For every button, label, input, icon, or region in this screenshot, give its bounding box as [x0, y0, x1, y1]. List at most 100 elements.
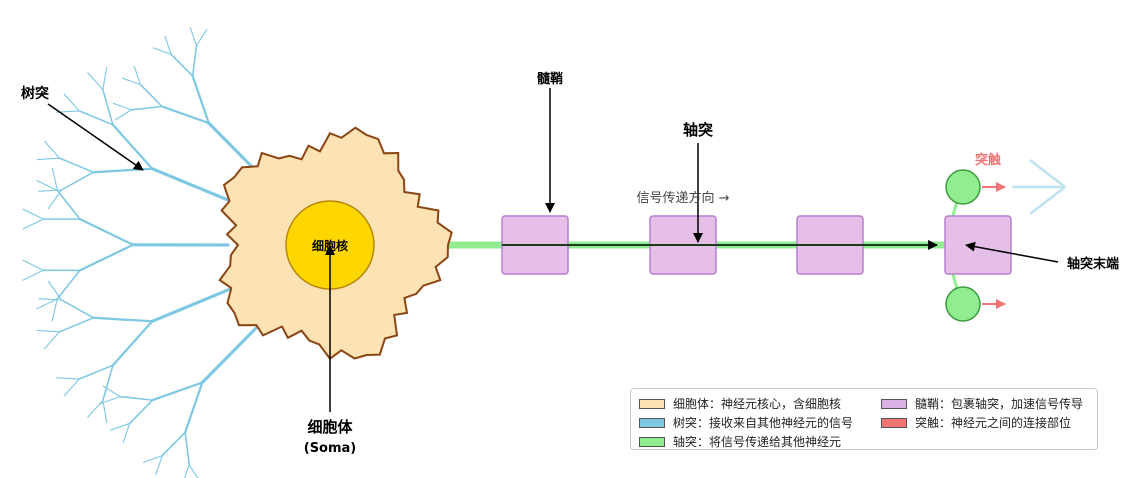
- label-direction: 信号传递方向 →: [636, 190, 729, 206]
- dendrite-branch: [36, 157, 61, 161]
- dendrite-branch: [36, 298, 58, 310]
- dendrite-branch: [58, 157, 95, 173]
- legend-item-myelin: 髓鞘：包裹轴突，加速信号传导: [881, 395, 1083, 412]
- legend-text-synapse: 突触：神经元之间的连接部位: [915, 416, 1072, 430]
- label-axon-terminal: 轴突末端: [1067, 256, 1119, 272]
- dendrite-branch: [195, 29, 208, 47]
- dendrite-branch: [130, 105, 163, 111]
- dendrite-branch: [122, 422, 131, 444]
- dendrite-branch: [51, 167, 58, 192]
- dendrite-branch: [56, 377, 80, 380]
- legend: 细胞体：神经元核心，含细胞核 髓鞘：包裹轴突，加速信号传导 树突：接收来自其他神…: [630, 388, 1098, 450]
- legend-swatch-soma: [639, 398, 665, 409]
- legend-item-synapse: 突触：神经元之间的连接部位: [881, 414, 1071, 431]
- dendrite-branch: [139, 83, 163, 108]
- synapse-top: [945, 169, 981, 205]
- dendrite-branch: [78, 110, 114, 126]
- dendrite-branch: [188, 464, 199, 478]
- dendrite-branch: [36, 180, 58, 192]
- dendrite-branch: [184, 464, 190, 478]
- dendrite-branch: [87, 72, 104, 91]
- dendrite-branch: [160, 105, 210, 125]
- dendrite-branch: [100, 396, 121, 404]
- dendrite-branch: [111, 123, 154, 170]
- dendrite-branch: [78, 217, 135, 246]
- dendrite-branch: [112, 102, 133, 111]
- legend-text-axon: 轴突：将信号传递给其他神经元: [673, 435, 842, 449]
- dendrite-branch: [142, 455, 163, 463]
- legend-text-myelin: 髓鞘：包裹轴突，加速信号传导: [915, 397, 1084, 411]
- dendrite-branch: [184, 381, 204, 434]
- legend-swatch-myelin: [881, 398, 907, 409]
- dendrite-branch: [102, 385, 121, 398]
- dendrite-branch: [119, 395, 154, 401]
- dendrite-branch: [152, 47, 172, 55]
- legend-item-dendrite: 树突：接收来自其他神经元的信号: [639, 414, 853, 431]
- label-soma-en: (Soma): [304, 441, 357, 456]
- legend-item-axon: 轴突：将信号传递给其他神经元: [639, 433, 841, 450]
- legend-swatch-synapse: [881, 417, 907, 428]
- dendrite-branch: [47, 280, 63, 301]
- dendrite-branch: [51, 298, 58, 322]
- dendrite-branch: [164, 35, 172, 55]
- dendrite-branch: [151, 381, 204, 402]
- dendrite-branch: [56, 189, 81, 220]
- terminal-faint-arrow: [1012, 159, 1066, 215]
- legend-text-soma: 细胞体：神经元核心，含细胞核: [673, 397, 842, 411]
- dendrite-branch: [92, 316, 154, 323]
- label-soma: 细胞体: [307, 418, 353, 436]
- dendrite-branch: [191, 44, 198, 77]
- dendrite-branch: [189, 27, 198, 47]
- dendrite-branch: [170, 53, 194, 77]
- terminal-pointer: [965, 241, 1059, 263]
- label-myelin: 髓鞘: [537, 71, 563, 87]
- dendrite-branch: [150, 167, 242, 207]
- dendrite-branch: [128, 399, 154, 425]
- dendrite-branch: [102, 364, 114, 402]
- legend-item-soma: 细胞体：神经元核心，含细胞核: [639, 395, 841, 412]
- dendrite-branch: [184, 431, 190, 466]
- dendrite-branch: [63, 378, 80, 397]
- dendrite-branch: [44, 331, 61, 350]
- dendrite-branch: [22, 208, 45, 220]
- dendrite-branch: [155, 455, 163, 476]
- dendrite-branch: [87, 399, 104, 418]
- dendrite-branch: [111, 320, 154, 367]
- dendrite-branch: [78, 243, 135, 272]
- dendrite-branch: [121, 77, 141, 86]
- label-nucleus: 细胞核: [312, 238, 348, 253]
- dendrite-branch: [56, 269, 81, 300]
- dendrite-branch: [22, 218, 45, 230]
- dendrite-branch: [102, 66, 108, 91]
- dendrite-branch: [60, 299, 95, 319]
- dendrite-branch: [161, 431, 186, 457]
- legend-swatch-dendrite: [639, 417, 665, 428]
- legend-swatch-axon: [639, 436, 665, 447]
- dendrite-branch: [102, 399, 108, 424]
- legend-text-dendrite: 树突：接收来自其他神经元的信号: [673, 416, 854, 430]
- synapse-bottom: [945, 286, 981, 322]
- axon-terminal-box: [944, 215, 1012, 275]
- dendrite-branch: [22, 259, 44, 271]
- dendrite-branch: [133, 65, 141, 86]
- dendrite-branch: [63, 93, 80, 112]
- dendrite-branch: [102, 88, 114, 126]
- dendrite-branch: [36, 329, 61, 333]
- dendrite-branch: [58, 317, 95, 333]
- label-dendrite: 树突: [21, 85, 49, 102]
- dendrite-branch: [60, 171, 95, 191]
- dendrite-branch: [38, 298, 63, 301]
- dendrites: [22, 27, 267, 478]
- dendrite-branch: [44, 140, 61, 159]
- dendrite-branch: [78, 364, 114, 380]
- dendrite-branch: [191, 74, 210, 125]
- dendrite-branch: [200, 320, 264, 385]
- label-axon: 轴突: [683, 121, 713, 139]
- label-synapse: 突触: [975, 152, 1001, 168]
- dendrite-branch: [110, 422, 131, 431]
- dendrite-branch: [92, 167, 154, 174]
- dendrite-branch: [22, 269, 44, 281]
- dendrite-branch: [150, 283, 242, 323]
- dendrite-pointer: [47, 103, 144, 171]
